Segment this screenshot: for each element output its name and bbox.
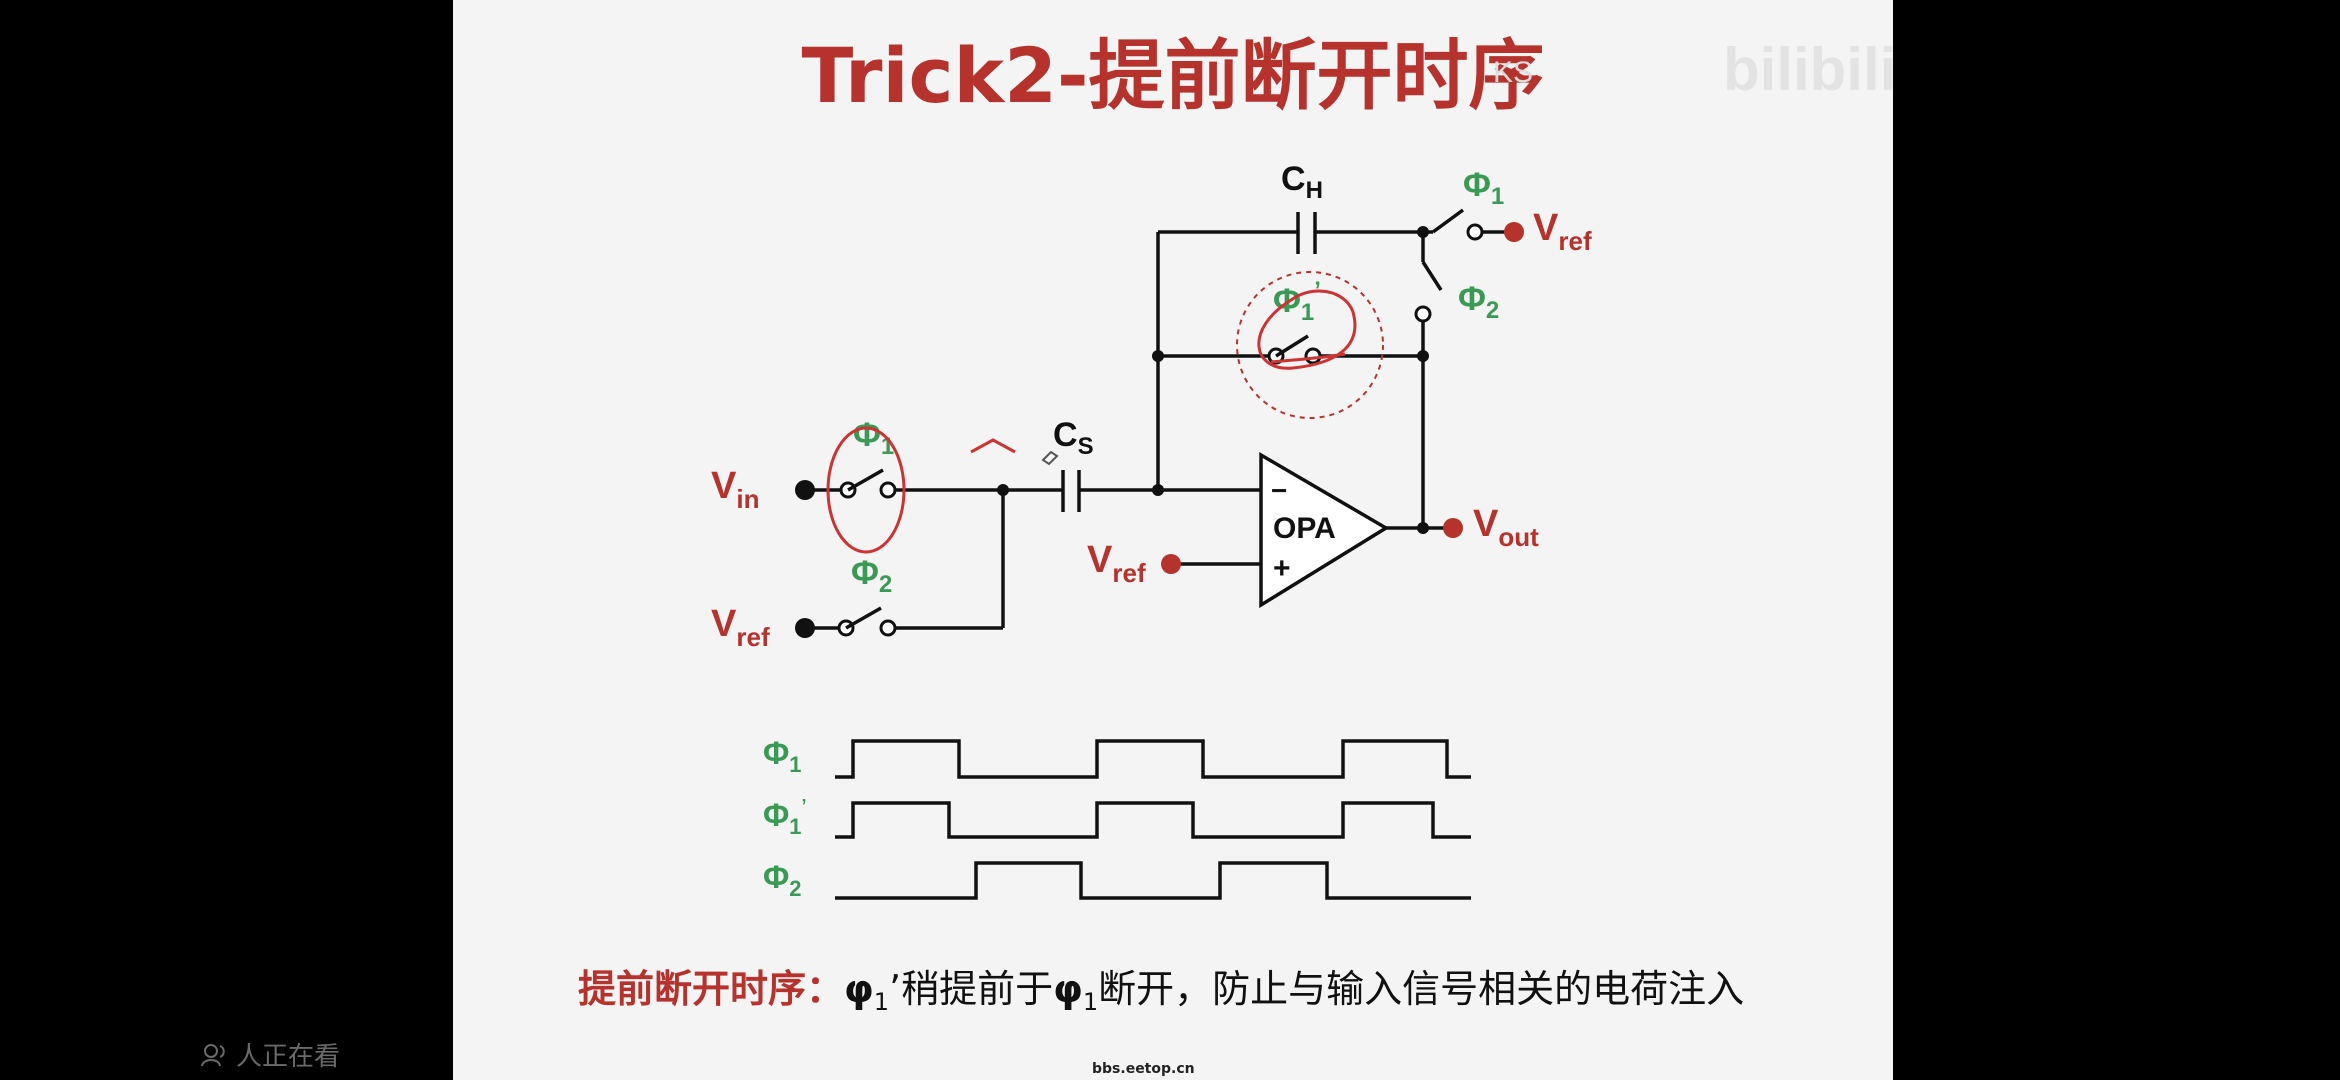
pen-cursor-icon bbox=[1041, 450, 1059, 466]
waveform-phi2 bbox=[835, 861, 1471, 900]
opa-plus: + bbox=[1273, 552, 1291, 585]
vref-label-opa: Vref bbox=[1087, 539, 1146, 588]
waveform-phi1p bbox=[835, 801, 1471, 839]
annotation-strike bbox=[1270, 352, 1346, 364]
watermark-tag: KS bbox=[1493, 56, 1533, 89]
vout-label: Vout bbox=[1473, 503, 1539, 552]
viewer-count: 人正在看 bbox=[200, 1036, 340, 1073]
opa-minus: − bbox=[1271, 475, 1287, 506]
waveform-phi1 bbox=[835, 739, 1471, 779]
slide-caption: 提前断开时序：φ1’稍提前于φ1断开，防止与输入信号相关的电荷注入 bbox=[578, 967, 1744, 1016]
annotation-caret bbox=[970, 438, 1016, 454]
timing-diagram: Φ1 Φ1’ Φ2 bbox=[763, 735, 1471, 901]
viewer-count-text: 人正在看 bbox=[236, 1042, 341, 1072]
phi2-ref-label: Φ2 bbox=[851, 554, 892, 598]
timing-label-phi2: Φ2 bbox=[763, 859, 802, 901]
cs-label: CS bbox=[1053, 416, 1094, 460]
annotation-dashed-ring bbox=[1236, 271, 1384, 419]
circuit-diagram: − OPA + CH CS Vin Vref Vref Vref Vout Φ1… bbox=[711, 160, 1592, 652]
phi1p-label: Φ1’ bbox=[1273, 277, 1321, 326]
ch-label: CH bbox=[1281, 160, 1323, 204]
bilibili-watermark: bilibili bbox=[1723, 36, 1893, 103]
slide-title: Trick2-提前断开时序 bbox=[801, 31, 1544, 120]
slide: Trick2-提前断开时序 bilibili KS bbox=[453, 0, 1893, 1080]
slide-canvas: Trick2-提前断开时序 bilibili KS bbox=[578, 31, 1893, 1016]
phi2-right-label: Φ2 bbox=[1458, 280, 1499, 324]
vref-label-left: Vref bbox=[711, 603, 770, 652]
timing-label-phi1: Φ1 bbox=[763, 735, 802, 777]
phi1-top-label: Φ1 bbox=[1463, 166, 1504, 210]
annotation-circle-input bbox=[826, 426, 906, 554]
vref-label-top: Vref bbox=[1533, 207, 1592, 256]
phi1-input-label: Φ1 bbox=[853, 416, 894, 460]
viewers-icon bbox=[201, 1043, 225, 1066]
site-watermark: bbs.eetop.cn bbox=[1092, 1061, 1195, 1077]
vin-label: Vin bbox=[711, 465, 759, 514]
opa-label: OPA bbox=[1273, 512, 1336, 545]
timing-label-phi1p: Φ1’ bbox=[763, 796, 807, 839]
